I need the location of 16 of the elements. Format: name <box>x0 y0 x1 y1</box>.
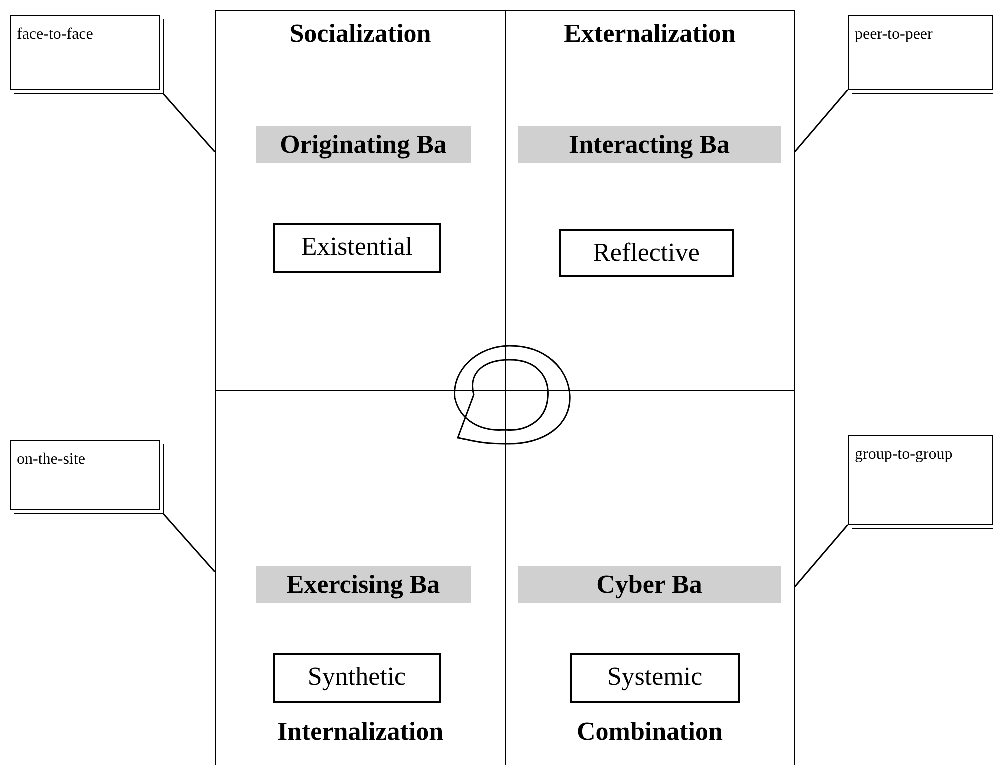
leader-line <box>794 90 849 152</box>
shaded-heading-band: Originating Ba <box>256 126 471 163</box>
leader-line <box>794 524 849 588</box>
quadrant-heading: Internalization <box>276 717 445 747</box>
mode-box: Existential <box>273 223 441 273</box>
quadrant-heading: Externalization <box>563 19 737 49</box>
shaded-heading-band: Interacting Ba <box>518 126 781 163</box>
quadrant-heading: Socialization <box>288 19 432 49</box>
quadrant-panel <box>215 10 506 391</box>
mode-box: Systemic <box>570 653 740 703</box>
quadrant-heading: Combination <box>576 717 724 747</box>
quadrant-panel <box>505 10 795 391</box>
shaded-heading-band: Cyber Ba <box>518 566 781 603</box>
shaded-heading-band: Exercising Ba <box>256 566 471 603</box>
mode-box: Synthetic <box>273 653 441 703</box>
mode-box: Reflective <box>559 229 734 277</box>
